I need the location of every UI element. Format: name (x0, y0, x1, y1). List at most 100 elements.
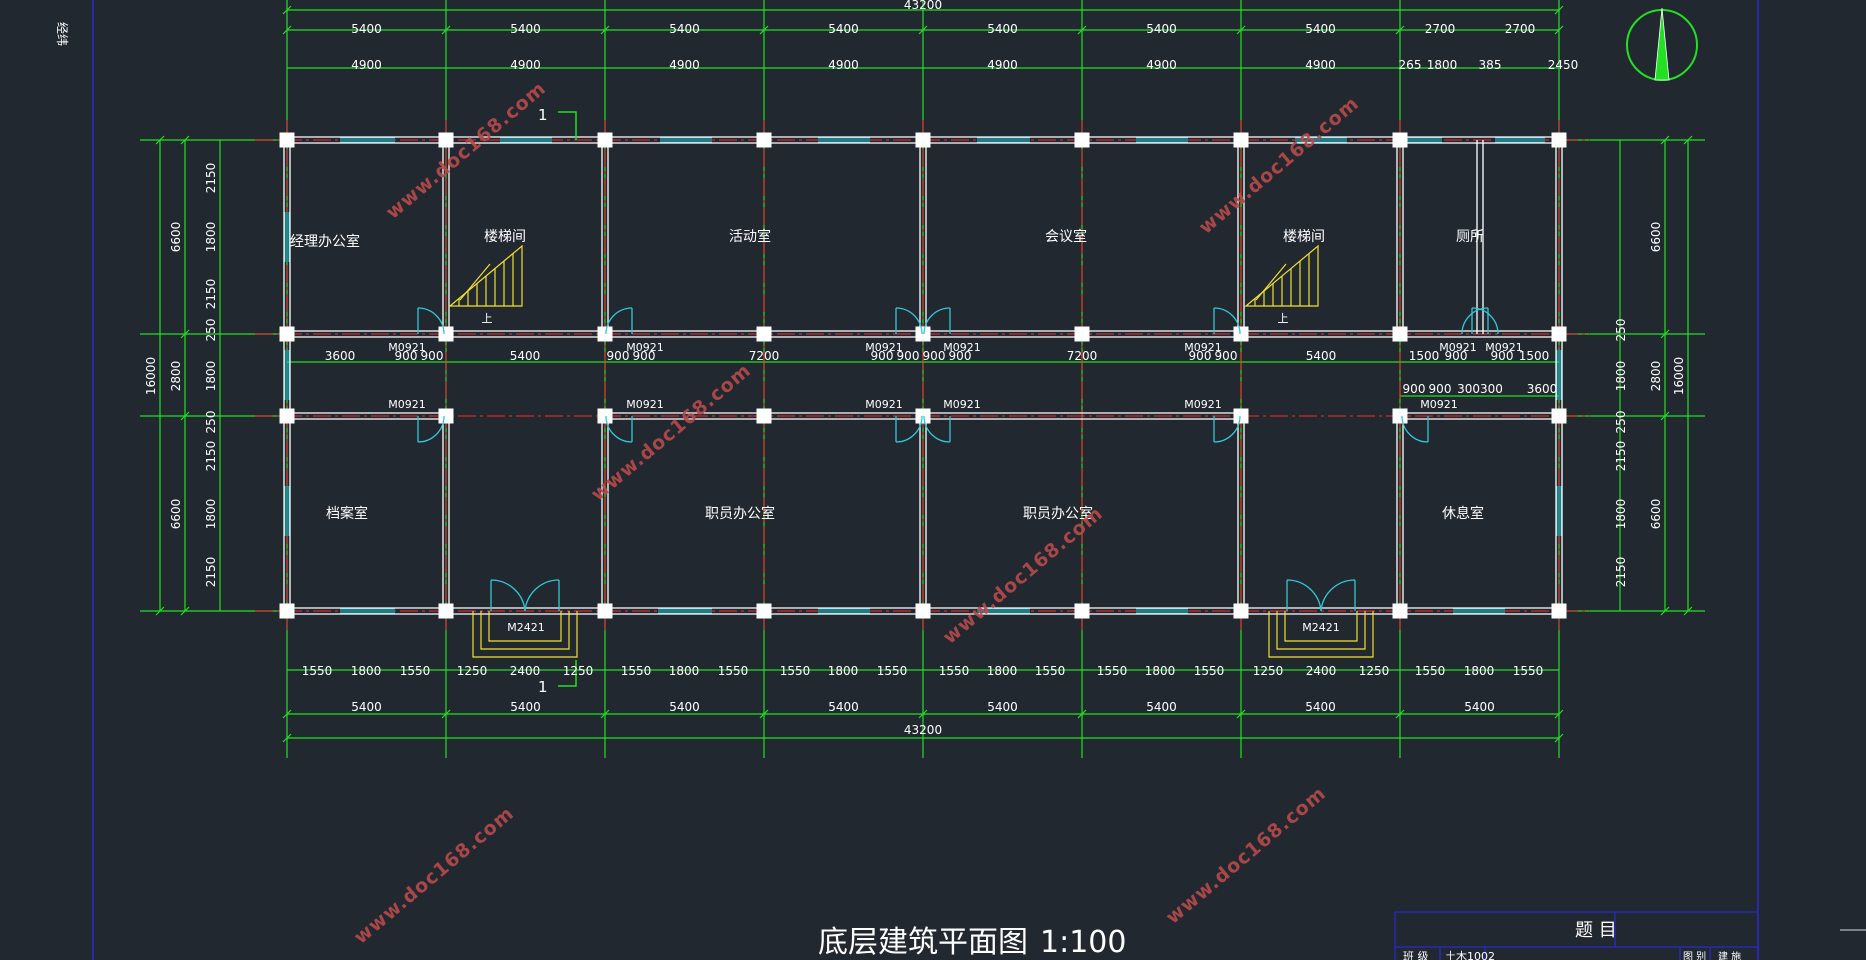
dim-left-inner: 1800 (204, 499, 218, 530)
dim-right-inner: 1800 (1614, 361, 1628, 392)
room-label-stair_right: 楼梯间 (1283, 229, 1325, 245)
dim-top-opening: 4900 (987, 58, 1018, 72)
door-label: M0921 (626, 341, 664, 354)
door-label: M0921 (865, 341, 903, 354)
section-mark-top: 1 (538, 106, 548, 124)
dim-right-inner: 250 (1614, 411, 1628, 434)
drawing-frame (92, 0, 1866, 960)
watermark-text: www.doc168.com (1162, 782, 1331, 928)
dim-top-opening: 385 (1479, 58, 1502, 72)
dim-bottom-bay: 5400 (987, 700, 1018, 714)
section-marks (558, 111, 577, 687)
dim-bottom-bay: 5400 (669, 700, 700, 714)
dim-bottom-opening: 1550 (621, 664, 652, 678)
dim-left-inner: 1800 (204, 222, 218, 253)
dim-bottom-opening: 1550 (302, 664, 333, 678)
side-label: 经纬 (55, 22, 69, 46)
room-label-rest: 休息室 (1442, 505, 1484, 522)
title-block-class-value: 土木1002 (1445, 950, 1495, 960)
stairs (448, 244, 1319, 307)
door-label: M0921 (943, 341, 981, 354)
stair-up-labels: 上上 (482, 312, 1289, 325)
dim-top-bay: 5400 (351, 22, 382, 36)
dim-corridor: 900 (421, 349, 444, 363)
dim-bottom-opening: 1550 (1415, 664, 1446, 678)
windows (284, 137, 1562, 614)
watermark-text: www.doc168.com (382, 77, 551, 223)
door-label: M0921 (1485, 341, 1523, 354)
dim-top-bay: 5400 (669, 22, 700, 36)
dim-right-inner: 2150 (1614, 441, 1628, 472)
dim-bottom-opening: 1250 (563, 664, 594, 678)
dim-left-inner: 1800 (204, 361, 218, 392)
dim-top-bay: 2700 (1505, 22, 1536, 36)
door-label: M0921 (388, 341, 426, 354)
dim-bottom-bay: 5400 (351, 700, 382, 714)
door-label: M2421 (1302, 621, 1340, 634)
dim-bottom-opening: 2400 (510, 664, 541, 678)
dim-corridor: 1500 (1519, 349, 1550, 363)
room-label-toilet: 厕所 (1456, 229, 1484, 245)
dim-bottom-opening: 1550 (939, 664, 970, 678)
dim-top-opening: 4900 (669, 58, 700, 72)
dim-bottom-opening: 1550 (1513, 664, 1544, 678)
room-label-manager: 经理办公室 (290, 233, 360, 250)
dim-bottom-bay: 5400 (1146, 700, 1177, 714)
door-label: M0921 (943, 398, 981, 411)
dim-corridor: 900 (923, 349, 946, 363)
title-block-type-value: 建 施 (1718, 950, 1741, 960)
dim-bottom-bay: 5400 (510, 700, 541, 714)
dim-top-bay: 5400 (987, 22, 1018, 36)
watermark-text: www.doc168.com (350, 802, 519, 948)
dim-corridor: 7200 (1067, 349, 1098, 363)
dim-bottom-opening: 1250 (1253, 664, 1284, 678)
watermarks: www.doc168.com www.doc168.com www.doc168.c… (350, 77, 1364, 948)
dim-bottom-bay: 5400 (828, 700, 859, 714)
dim-top-bay: 5400 (510, 22, 541, 36)
dim-top-opening: 4900 (1146, 58, 1177, 72)
dim-corridor: 900 (1189, 349, 1212, 363)
dim-top-opening: 4900 (828, 58, 859, 72)
watermark-text: www.doc168.com (1195, 92, 1364, 238)
dim-bottom-opening: 1800 (1464, 664, 1495, 678)
dim-bottom-opening: 1250 (457, 664, 488, 678)
dim-bottom-opening: 1800 (987, 664, 1018, 678)
door-label: M0921 (1420, 398, 1458, 411)
dim-bottom-opening: 2400 (1306, 664, 1337, 678)
door-label: M0921 (1184, 398, 1222, 411)
dim-bottom-opening: 1800 (1145, 664, 1176, 678)
entrance-steps (472, 611, 1374, 658)
dim-top-bay: 2700 (1425, 22, 1456, 36)
dim-bottom-opening: 1550 (1097, 664, 1128, 678)
dim-top-bay: 5400 (828, 22, 859, 36)
stair-up-label: 上 (482, 312, 493, 325)
dim-top-opening: 1800 (1427, 58, 1458, 72)
dim-corridor: 3600 (325, 349, 356, 363)
dim-bottom-opening: 1550 (718, 664, 749, 678)
dim-corridor: 900 (395, 349, 418, 363)
door-label: M0921 (388, 398, 426, 411)
dim-right-mid: 6600 (1649, 499, 1663, 530)
drawing-title: 底层建筑平面图 (818, 925, 1028, 960)
dim-left-mid: 2800 (169, 361, 183, 392)
dim-bottom-opening: 1550 (1035, 664, 1066, 678)
room-label-staff1: 职员办公室 (705, 505, 775, 522)
title-block-type-label: 图 别 (1683, 951, 1706, 960)
dim-top-opening: 2450 (1548, 58, 1579, 72)
dim-bottom-opening: 1800 (351, 664, 382, 678)
dim-top-opening: 265 (1399, 58, 1422, 72)
north-arrow-icon (1626, 7, 1698, 81)
dim-left-inner: 2150 (204, 441, 218, 472)
dim-corridor-lower: 900 (1403, 382, 1426, 396)
title-block (1394, 911, 1759, 960)
dim-left-inner: 2150 (204, 557, 218, 588)
room-label-activity: 活动室 (729, 228, 771, 245)
dim-top-bay: 5400 (1305, 22, 1336, 36)
dim-top-opening: 4900 (351, 58, 382, 72)
dim-bottom-opening: 1550 (780, 664, 811, 678)
door-label: M0921 (865, 398, 903, 411)
dim-left-inner: 2150 (204, 279, 218, 310)
dim-right-inner: 250 (1614, 319, 1628, 342)
